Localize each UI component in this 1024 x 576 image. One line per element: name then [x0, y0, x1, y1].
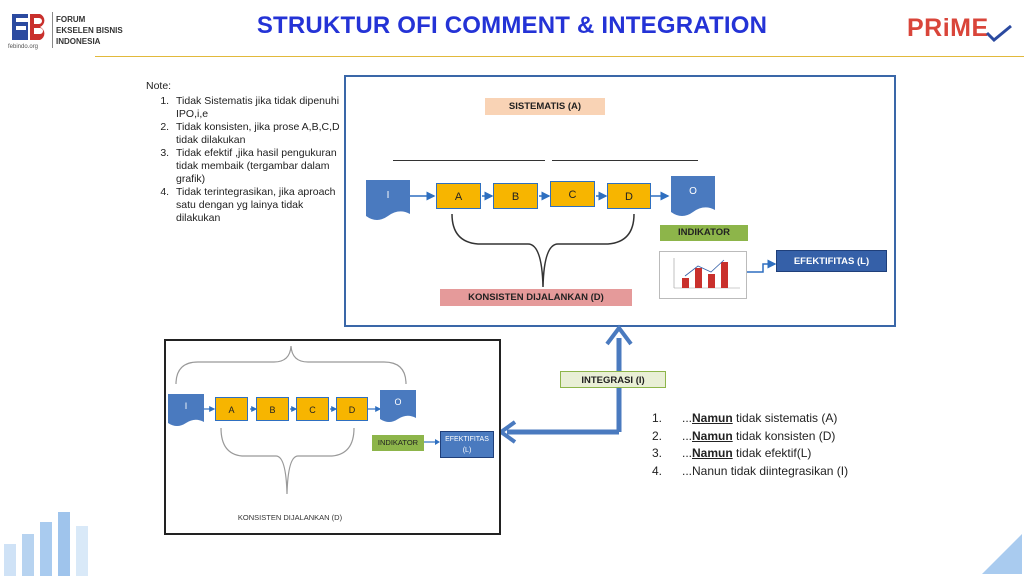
konsisten-label: KONSISTEN DIJALANKAN (D) — [237, 513, 343, 522]
list-item: 4....Nanun tidak diintegrasikan (I) — [652, 463, 849, 478]
decorative-corner-icon — [982, 534, 1022, 574]
consistency-brace — [451, 213, 635, 288]
prime-logo: PRiME — [907, 14, 989, 42]
output-label: O — [689, 186, 697, 197]
decorative-bars-icon — [4, 512, 88, 576]
output-document-icon — [671, 176, 715, 216]
sistematis-line-right — [552, 160, 698, 161]
efektifitas-line: (L) — [462, 447, 472, 454]
step-c: C — [296, 397, 329, 421]
consistency-brace — [220, 427, 355, 495]
mini-chart-bar — [708, 274, 715, 288]
input-label: I — [386, 190, 390, 201]
mini-chart-bar — [695, 268, 702, 288]
mini-chart — [673, 258, 740, 289]
step-a: A — [436, 183, 481, 209]
febindo-logo-icon — [12, 14, 45, 40]
org-url: febindo.org — [8, 44, 39, 50]
check-icon — [985, 24, 1012, 42]
note-panel: Note: Tidak Sistematis jika tidak dipenu… — [146, 80, 346, 225]
input-document-icon — [168, 394, 204, 426]
step-a: A — [215, 397, 248, 421]
output-label: O — [394, 397, 402, 407]
step-c: C — [550, 181, 595, 207]
step-b: B — [493, 183, 538, 209]
mini-chart-bar — [721, 262, 728, 288]
step-b: B — [256, 397, 289, 421]
list-item: 2....Namun tidak konsisten (D) — [652, 428, 836, 443]
note-item: Tidak konsisten, jika prose A,B,C,D tida… — [172, 121, 346, 147]
efektifitas-arrow — [424, 439, 440, 445]
mini-chart-frame — [659, 251, 747, 299]
header-divider — [95, 56, 1024, 57]
efektifitas-arrow — [747, 259, 777, 273]
step-d: D — [336, 397, 368, 421]
indikator-label: INDIKATOR — [660, 225, 748, 241]
sistematis-line-left — [393, 160, 545, 161]
integrasi-label: INTEGRASI (I) — [560, 371, 666, 388]
note-item: Tidak Sistematis jika tidak dipenuhi IPO… — [172, 95, 346, 121]
process-arrows — [204, 406, 382, 412]
sistematis-label: SISTEMATIS (A) — [485, 98, 605, 115]
step-d: D — [607, 183, 651, 209]
top-brace — [175, 345, 407, 385]
note-heading: Note: — [146, 80, 172, 92]
indikator-label: INDIKATOR — [372, 435, 424, 451]
efektifitas-label: EFEKTIFITAS (L) — [440, 431, 494, 458]
note-list: Tidak Sistematis jika tidak dipenuhi IPO… — [146, 95, 346, 225]
efektifitas-line: EFEKTIFITAS — [445, 436, 489, 443]
note-item: Tidak efektif ,jika hasil pengukuran tid… — [172, 147, 346, 186]
list-item: 1....Namun tidak sistematis (A) — [652, 411, 838, 425]
note-item: Tidak terintegrasikan, jika aproach satu… — [172, 186, 346, 225]
logo-divider — [52, 12, 53, 48]
org-name: FORUM EKSELEN BISNIS INDONESIA — [56, 15, 123, 46]
konsisten-label: KONSISTEN DIJALANKAN (D) — [440, 289, 632, 306]
output-document-icon — [380, 390, 416, 422]
weakness-list: 1....Namun tidak sistematis (A) 2....Nam… — [652, 410, 848, 480]
process-arrows — [410, 191, 670, 201]
list-item: 3....Namun tidak efektif(L) — [652, 446, 812, 460]
input-label: I — [184, 401, 188, 411]
input-document-icon — [366, 180, 410, 220]
page-title: STRUKTUR OFI COMMENT & INTEGRATION — [256, 12, 768, 39]
mini-chart-bar — [682, 278, 689, 288]
efektifitas-label: EFEKTIFITAS (L) — [776, 250, 887, 272]
